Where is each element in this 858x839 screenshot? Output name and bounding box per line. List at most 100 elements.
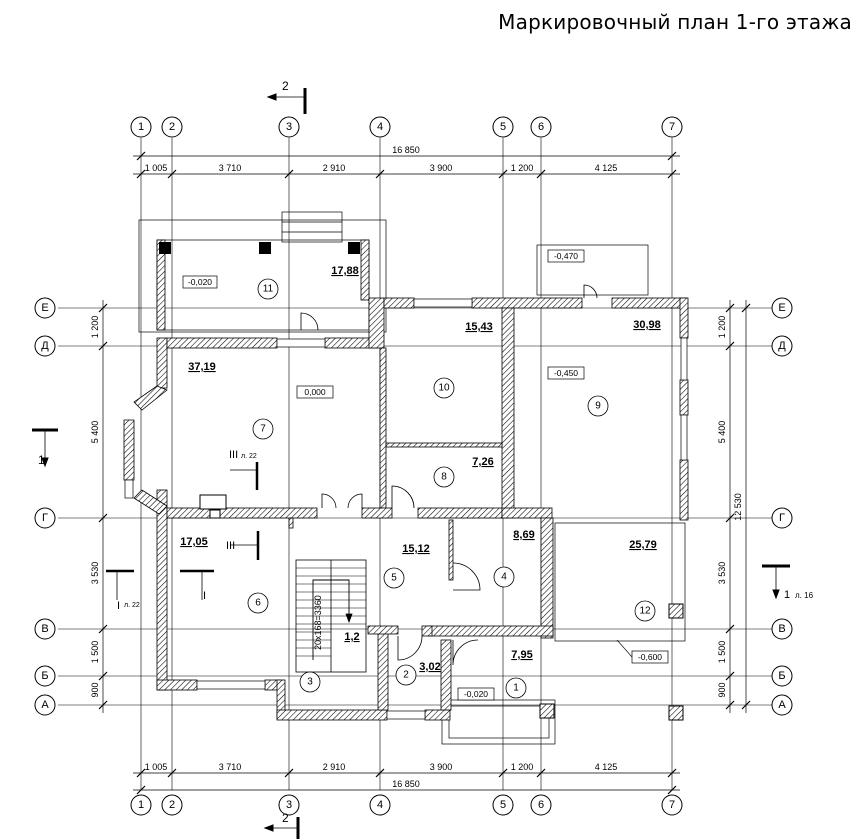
- thin-outlines: [138, 211, 686, 745]
- svg-text:2: 2: [169, 799, 175, 811]
- room-1-number: 1: [513, 683, 519, 694]
- svg-text:1: 1: [138, 799, 144, 811]
- axis-D-right: Д: [771, 335, 793, 357]
- room-12-number: 12: [639, 606, 651, 617]
- axis-A-left: А: [34, 694, 56, 716]
- room-2-number: 2: [403, 670, 409, 681]
- svg-text:4: 4: [377, 799, 383, 811]
- svg-text:1 200: 1 200: [90, 316, 100, 339]
- svg-text:3 530: 3 530: [717, 562, 727, 585]
- svg-text:5: 5: [500, 799, 506, 811]
- room-4-number: 4: [501, 572, 507, 583]
- svg-text:3 900: 3 900: [430, 163, 453, 173]
- svg-text:5 400: 5 400: [717, 421, 727, 444]
- axis-3-bottom: 3: [278, 794, 300, 816]
- axis-D-left: Д: [34, 335, 56, 357]
- svg-text:л. 22: л. 22: [241, 453, 257, 460]
- svg-text:л. 22: л. 22: [124, 602, 140, 609]
- room-2-area: 3,02: [419, 661, 440, 673]
- axis-4-top: 4: [369, 116, 391, 138]
- svg-text:3 900: 3 900: [430, 762, 453, 772]
- svg-text:Д: Д: [778, 340, 786, 352]
- svg-text:Г: Г: [42, 512, 48, 524]
- svg-text:1: 1: [138, 121, 144, 133]
- room-3-number: 3: [307, 677, 313, 688]
- svg-text:900: 900: [90, 682, 100, 697]
- svg-text:-0,600: -0,600: [638, 652, 662, 662]
- svg-text:2: 2: [169, 121, 175, 133]
- axis-4-bottom: 4: [369, 794, 391, 816]
- svg-text:5 400: 5 400: [90, 421, 100, 444]
- svg-text:Б: Б: [41, 670, 48, 682]
- room-11-area: 17,88: [331, 265, 359, 277]
- room-10-area: 15,43: [465, 321, 493, 333]
- axis-bubbles-right: Е Д Г В Б А: [771, 297, 793, 716]
- axis-1-bottom: 1: [130, 794, 152, 816]
- svg-text:1 005: 1 005: [145, 163, 168, 173]
- axis-E-left: Е: [34, 297, 56, 319]
- room-4-area: 8,69: [513, 529, 534, 541]
- svg-text:900: 900: [717, 682, 727, 697]
- room-7-number: 7: [260, 424, 266, 435]
- svg-text:Е: Е: [778, 302, 785, 314]
- axis-B-right: Б: [771, 665, 793, 687]
- axis-7-bottom: 7: [661, 794, 683, 816]
- svg-text:3 530: 3 530: [90, 562, 100, 585]
- level-mark-text: -0,020 0,000 -0,450 -0,470 -0,020 -0,600: [188, 251, 662, 699]
- axis-5-top: 5: [492, 116, 514, 138]
- axis-V-left: В: [34, 618, 56, 640]
- svg-text:4 125: 4 125: [595, 762, 618, 772]
- svg-text:0,000: 0,000: [304, 387, 326, 397]
- axis-G-left: Г: [34, 507, 56, 529]
- room-1-area: 7,95: [511, 649, 532, 661]
- svg-text:1 005: 1 005: [145, 762, 168, 772]
- axis-1-top: 1: [130, 116, 152, 138]
- dimension-lines: [98, 151, 751, 795]
- svg-text:2 910: 2 910: [323, 163, 346, 173]
- axis-V-right: В: [771, 618, 793, 640]
- axis-2-bottom: 2: [161, 794, 183, 816]
- room-3-area: 1,2: [344, 631, 359, 643]
- svg-text:1 200: 1 200: [717, 316, 727, 339]
- room-numbers: 1 2 3 4 5 6 7 8 9 10 11 12: [255, 284, 651, 694]
- svg-text:А: А: [778, 699, 786, 711]
- room-5-area: 15,12: [402, 543, 430, 555]
- svg-text:-0,450: -0,450: [554, 368, 578, 378]
- svg-text:1: 1: [38, 453, 45, 467]
- doors: [300, 284, 598, 666]
- svg-text:3 710: 3 710: [219, 163, 242, 173]
- room-9-area: 30,98: [633, 319, 661, 331]
- svg-text:В: В: [778, 623, 785, 635]
- svg-text:I: I: [203, 590, 206, 602]
- svg-text:2: 2: [282, 811, 289, 825]
- svg-text:2 910: 2 910: [323, 762, 346, 772]
- svg-text:4 125: 4 125: [595, 163, 618, 173]
- section-markers: [32, 88, 790, 839]
- page-title: Маркировочный план 1-го этажа: [498, 10, 852, 34]
- dimension-text-left: 1 200 5 400 3 530 1 500 900: [90, 316, 100, 698]
- room-8-area: 7,26: [472, 456, 493, 468]
- section-labels: 2 2 1 1 л. 16 III л. 22 III I I л. 22: [38, 79, 814, 825]
- svg-text:16 850: 16 850: [392, 779, 420, 789]
- svg-text:1 200: 1 200: [511, 163, 534, 173]
- svg-text:7: 7: [669, 799, 675, 811]
- axis-3-top: 3: [278, 116, 300, 138]
- svg-text:3: 3: [286, 799, 292, 811]
- room-8-number: 8: [441, 472, 447, 483]
- dimension-text-right: 1 200 5 400 3 530 1 500 900 12 530: [717, 316, 743, 698]
- svg-text:Г: Г: [779, 512, 785, 524]
- dimension-text-bottom: 1 005 3 710 2 910 3 900 1 200 4 125 16 8…: [145, 762, 618, 789]
- columns: [159, 242, 684, 721]
- svg-text:л. 16: л. 16: [795, 591, 814, 600]
- room-6-number: 6: [255, 598, 261, 609]
- svg-text:Е: Е: [41, 302, 48, 314]
- dimension-text-top: 16 850 1 005 3 710 2 910 3 900 1 200 4 1…: [145, 145, 618, 173]
- stair: [295, 559, 367, 673]
- room-7-area: 37,19: [188, 361, 216, 373]
- room-areas: 7,95 3,02 1,2 8,69 15,12 17,05 37,19 7,2…: [180, 265, 661, 673]
- svg-text:6: 6: [538, 799, 544, 811]
- axis-2-top: 2: [161, 116, 183, 138]
- svg-text:Д: Д: [41, 340, 49, 352]
- axis-B-left: Б: [34, 665, 56, 687]
